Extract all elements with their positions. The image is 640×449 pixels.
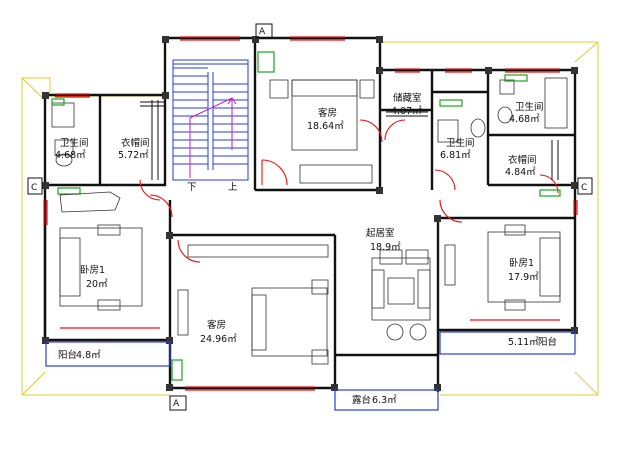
room-label-bedroom-1: 卧房1 20㎡ [80,264,108,290]
room-label-closet-right: 衣帽间 4.84㎡ [505,154,537,178]
svg-text:阳台: 阳台 [538,336,557,348]
svg-text:4.68㎡: 4.68㎡ [509,114,540,125]
svg-text:衣帽间: 衣帽间 [121,137,150,149]
svg-text:4.07㎡: 4.07㎡ [391,106,422,117]
room-label-living-room: 起居室 18.9㎡ [366,227,401,253]
doors [139,119,559,263]
svg-text:起居室: 起居室 [366,227,395,239]
svg-text:C: C [581,183,587,193]
svg-text:卫生间: 卫生间 [446,137,475,149]
svg-text:6.3㎡: 6.3㎡ [372,395,397,406]
furniture [51,51,568,381]
svg-text:5.72㎡: 5.72㎡ [118,150,149,161]
columns [42,36,578,391]
room-label-terrace: 露台 6.3㎡ [352,394,397,406]
balconies [45,331,576,411]
svg-text:4.68㎡: 4.68㎡ [55,150,86,161]
room-label-bathroom-mid: 卫生间 6.81㎡ [440,137,475,161]
svg-text:A: A [173,399,180,409]
svg-text:卫生间: 卫生间 [515,101,544,113]
svg-text:客房: 客房 [318,107,337,119]
stair-arrow [189,97,237,178]
room-label-bathroom-right: 卫生间 4.68㎡ [509,101,544,125]
svg-text:4.84㎡: 4.84㎡ [505,167,536,178]
svg-text:卧房1: 卧房1 [80,264,105,276]
svg-text:客房: 客房 [207,319,226,331]
svg-text:露台: 露台 [352,394,371,406]
svg-text:阳台: 阳台 [58,349,77,361]
walls [43,36,577,392]
stairs-down-label: 下 [187,182,197,193]
room-label-bathroom-left: 卫生间 4.68㎡ [55,137,89,161]
stairs-up-label: 上 [228,182,238,193]
svg-text:18.64㎡: 18.64㎡ [307,121,344,132]
room-label-balcony-left: 阳台 4.8㎡ [58,349,101,361]
svg-text:储藏室: 储藏室 [393,92,422,104]
svg-text:卧房1: 卧房1 [509,257,534,269]
svg-text:卫生间: 卫生间 [60,137,89,149]
windows [43,36,578,391]
room-label-closet-left: 衣帽间 5.72㎡ [118,137,150,161]
svg-text:4.8㎡: 4.8㎡ [76,350,101,361]
staircase [172,59,249,181]
section-marker-bottom: A [169,395,187,411]
room-label-bedroom-center: 客房 24.96㎡ [200,319,237,345]
room-label-storage: 储藏室 4.07㎡ [391,92,422,117]
svg-text:20㎡: 20㎡ [86,279,108,290]
room-label-bedroom-top: 客房 18.64㎡ [307,107,344,132]
svg-text:24.96㎡: 24.96㎡ [200,334,237,345]
section-marker-top: A [255,23,273,39]
svg-text:衣帽间: 衣帽间 [508,154,537,166]
svg-text:5.11㎡: 5.11㎡ [508,337,539,348]
section-marker-left: C [27,177,43,195]
room-label-balcony-right: 5.11㎡ 阳台 [508,336,557,348]
section-marker-right: C [577,177,593,195]
svg-text:C: C [31,183,37,193]
svg-text:A: A [259,27,266,37]
svg-text:17.9㎡: 17.9㎡ [508,272,539,283]
svg-text:18.9㎡: 18.9㎡ [370,242,401,253]
svg-text:6.81㎡: 6.81㎡ [440,150,471,161]
room-label-bedroom-right: 卧房1 17.9㎡ [508,257,539,283]
